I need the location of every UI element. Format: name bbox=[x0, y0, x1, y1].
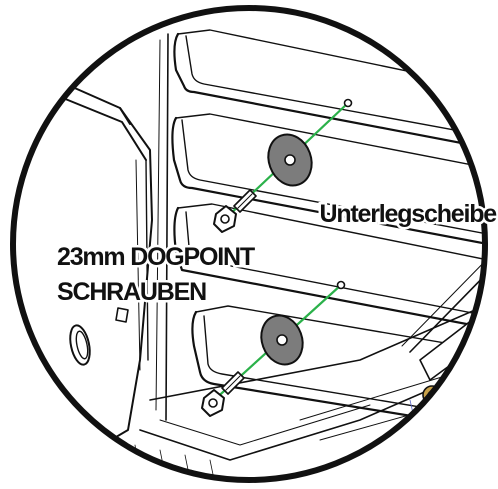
detail-circle-frame bbox=[10, 5, 488, 483]
upper-slot-rungs bbox=[155, 29, 485, 432]
right-sloped-rail bbox=[299, 247, 485, 480]
lower-fastener-assembly bbox=[201, 280, 346, 417]
bolts-label-line1: 23mm DOGPOINT bbox=[57, 243, 255, 271]
washer-label: Unterlegscheibe bbox=[319, 200, 497, 228]
bolts-label-line2: SCHRAUBEN bbox=[57, 278, 206, 306]
lower-hole-target bbox=[336, 280, 346, 290]
upper-hole-target bbox=[343, 98, 353, 108]
left-frame-plate bbox=[13, 77, 153, 471]
lower-bolt bbox=[201, 371, 245, 417]
upper-fastener-assembly bbox=[213, 98, 353, 233]
upper-bolt bbox=[213, 189, 257, 233]
callout-labels: Unterlegscheibe 23mm DOGPOINT SCHRAUBEN bbox=[55, 198, 498, 309]
